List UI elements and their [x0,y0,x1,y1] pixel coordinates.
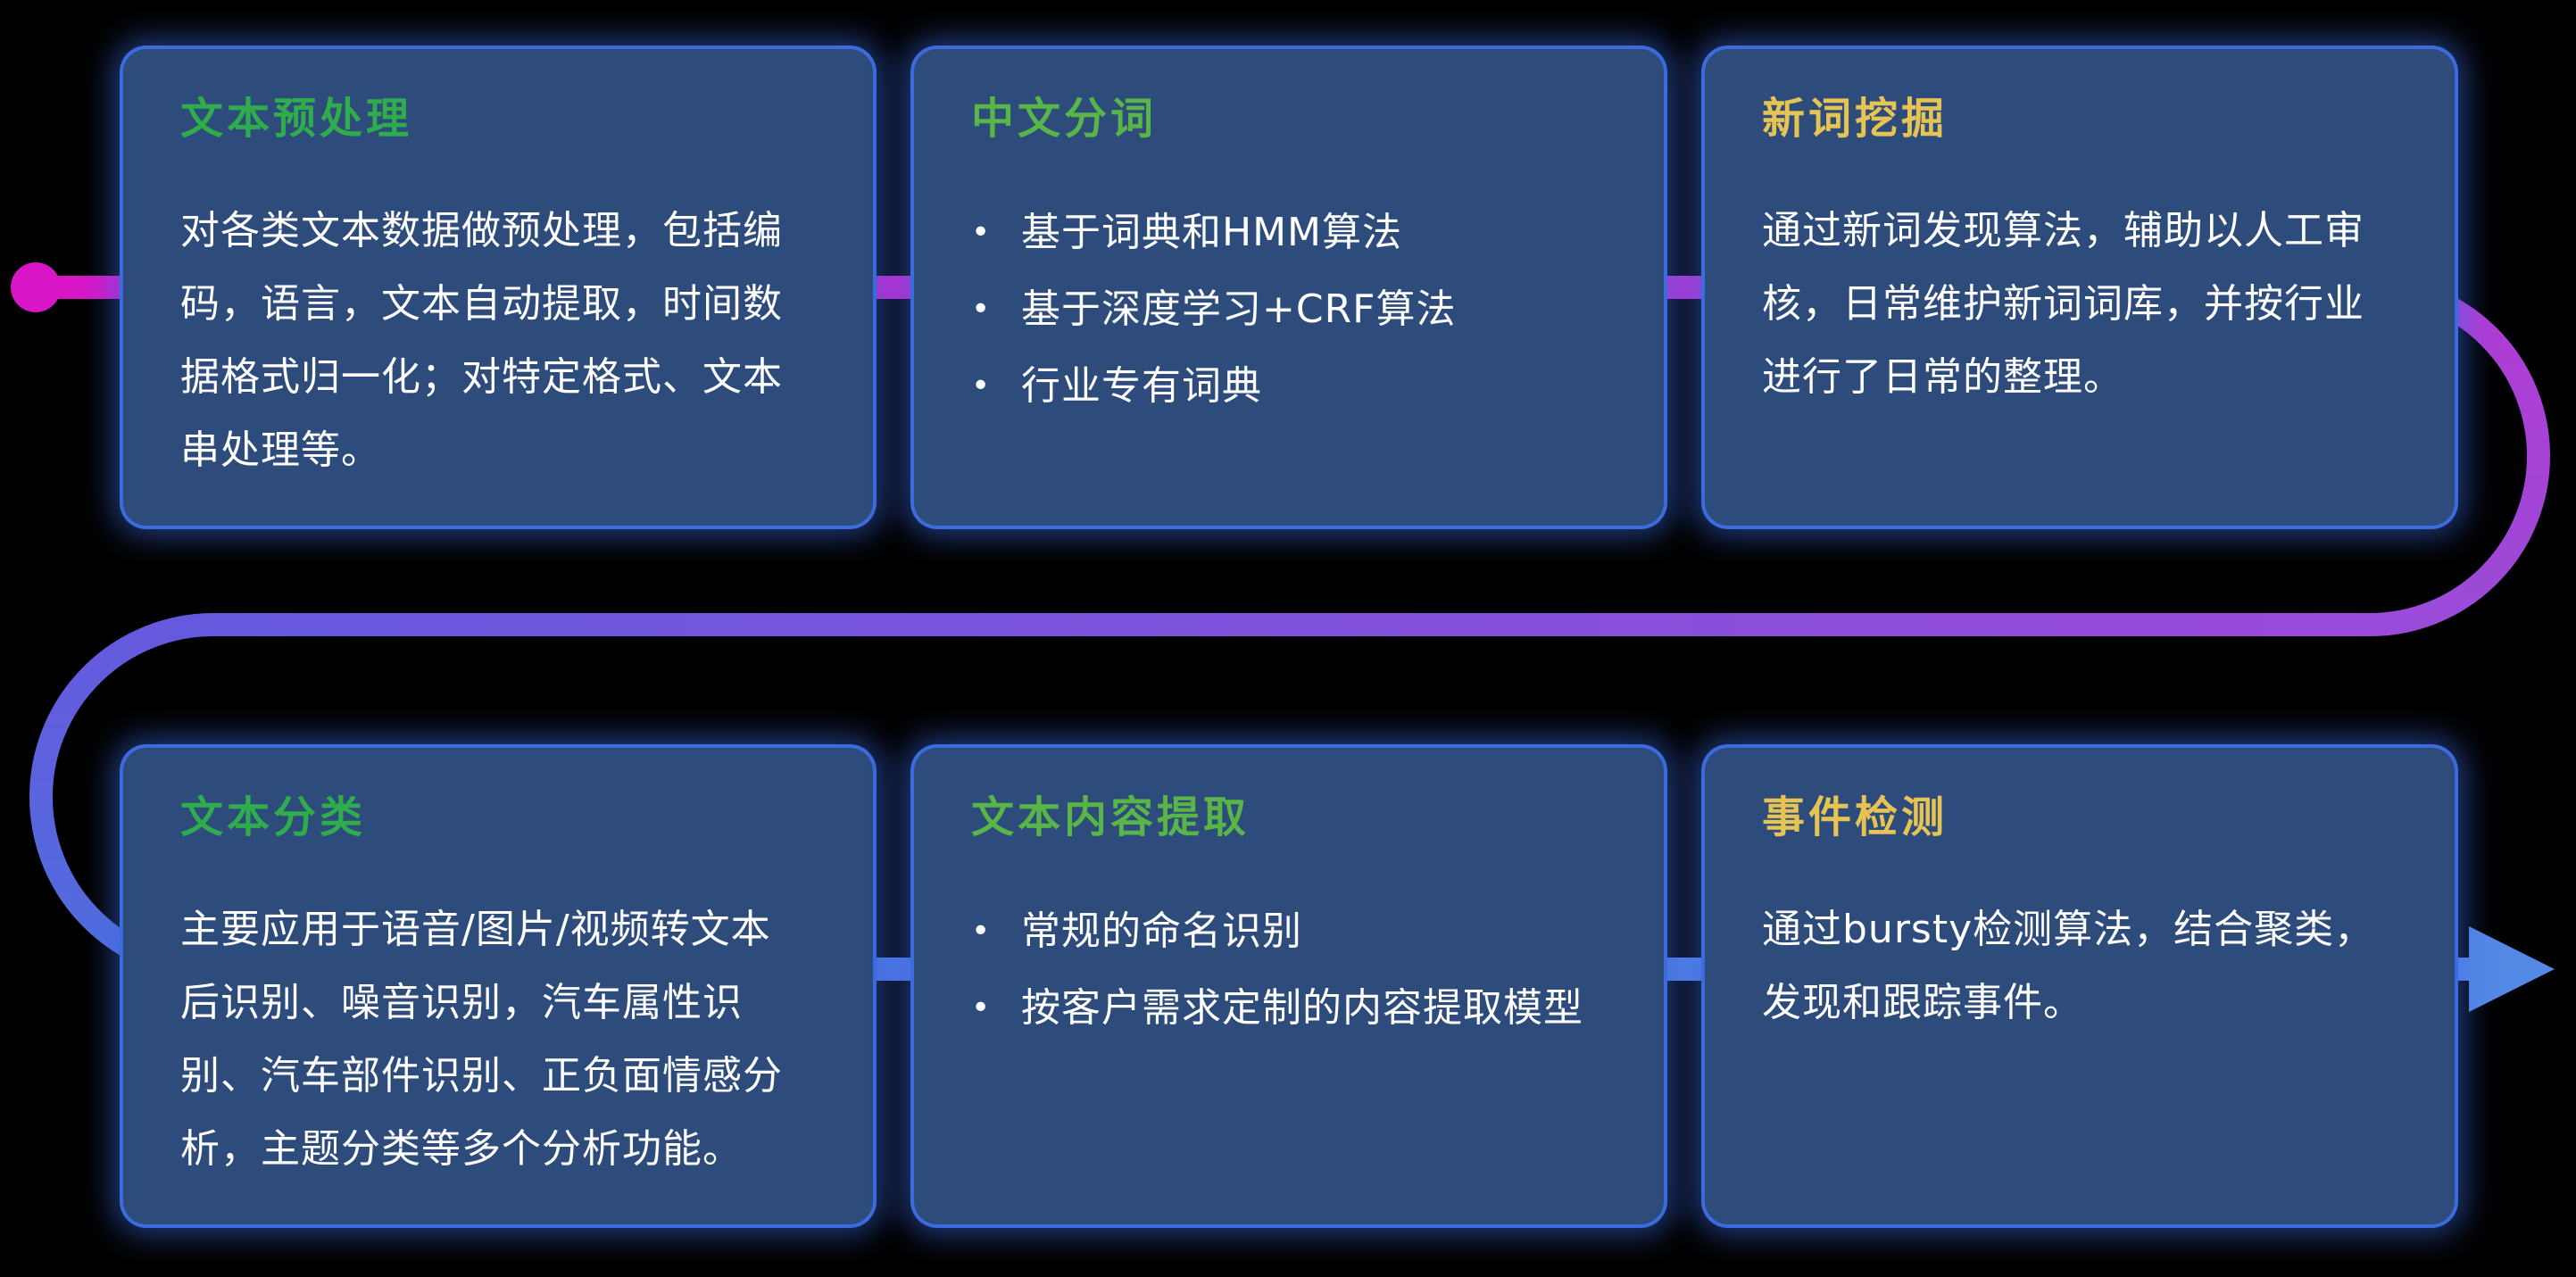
card-bullet-list: • 常规的命名识别 • 按客户需求定制的内容提取模型 [971,893,1592,1047]
bullet-item: • 常规的命名识别 [971,893,1592,970]
card-title: 文本分类 [180,792,367,842]
bullet-dot-icon: • [971,989,992,1026]
card-title: 中文分词 [971,94,1158,144]
card-body-text: 通过新词发现算法，辅助以人工审核，日常维护新词词库，并按行业进行了日常的整理。 [1762,207,2364,400]
flow-arrow-icon [2469,926,2555,1012]
bullet-text: 常规的命名识别 [1021,908,1302,954]
bullet-dot-icon: • [971,367,992,404]
bullet-text: 基于深度学习+CRF算法 [1021,286,1457,332]
flow-start-dot-icon [11,262,61,312]
bullet-dot-icon: • [971,213,992,251]
bullet-item: • 基于深度学习+CRF算法 [971,271,1592,348]
card-title: 新词挖掘 [1762,94,1949,144]
bullet-text: 行业专有词典 [1021,362,1262,409]
card-chinese-word-segmentation: 中文分词 • 基于词典和HMM算法 • 基于深度学习+CRF算法 • 行业专有词… [914,49,1664,526]
card-title: 文本内容提取 [971,792,1251,842]
card-title: 文本预处理 [180,94,413,144]
card-bullet-list: • 基于词典和HMM算法 • 基于深度学习+CRF算法 • 行业专有词典 [971,195,1592,425]
card-body-text: 通过bursty检测算法，结合聚类，发现和跟踪事件。 [1762,906,2375,1025]
card-body-text: 主要应用于语音/图片/视频转文本后识别、噪音识别，汽车属性识别、汽车部件识别、正… [180,906,783,1172]
bullet-item: • 按客户需求定制的内容提取模型 [971,970,1592,1047]
card-content-extraction: 文本内容提取 • 常规的命名识别 • 按客户需求定制的内容提取模型 [914,748,1664,1224]
bullet-text: 按客户需求定制的内容提取模型 [1021,984,1583,1031]
bullet-dot-icon: • [971,290,992,328]
card-new-word-mining: 新词挖掘 通过新词发现算法，辅助以人工审核，日常维护新词词库，并按行业进行了日常… [1705,49,2455,526]
card-text-classification: 文本分类 主要应用于语音/图片/视频转文本后识别、噪音识别，汽车属性识别、汽车部… [123,748,873,1224]
card-event-detection: 事件检测 通过bursty检测算法，结合聚类，发现和跟踪事件。 [1705,748,2455,1224]
bullet-item: • 行业专有词典 [971,348,1592,425]
bullet-text: 基于词典和HMM算法 [1021,209,1403,255]
card-text-preprocessing: 文本预处理 对各类文本数据做预处理，包括编码，语言，文本自动提取，时间数据格式归… [123,49,873,526]
card-title: 事件检测 [1762,792,1949,842]
bullet-item: • 基于词典和HMM算法 [971,195,1592,271]
bullet-dot-icon: • [971,912,992,949]
card-body-text: 对各类文本数据做预处理，包括编码，语言，文本自动提取，时间数据格式归一化；对特定… [180,207,783,473]
